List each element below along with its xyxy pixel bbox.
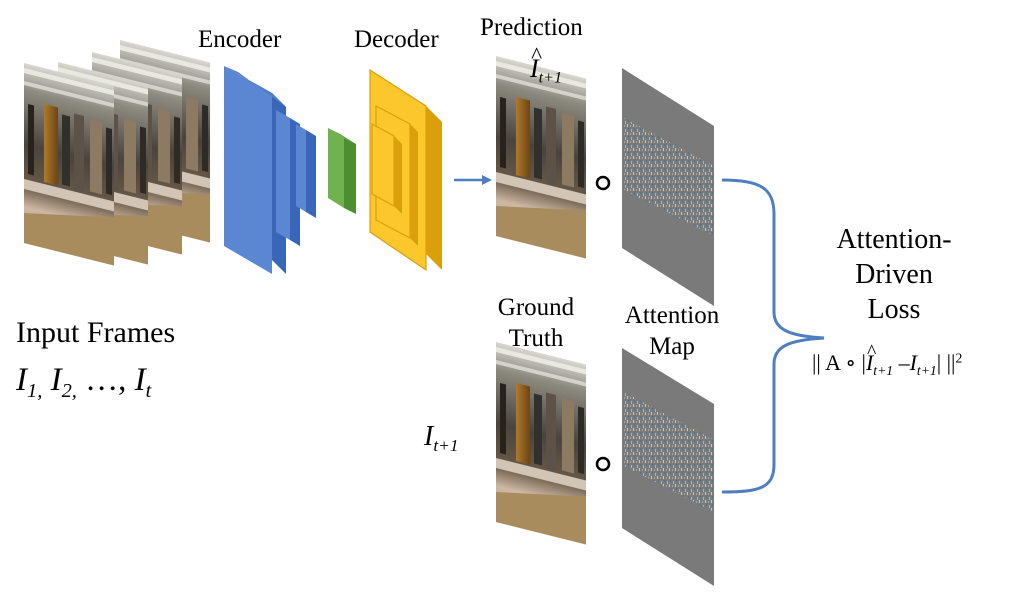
hadamard-operator-top <box>595 175 611 191</box>
hadamard-operator-bottom <box>595 456 611 472</box>
ground-truth-label: Ground Truth <box>497 294 575 353</box>
loss-brace <box>721 178 825 494</box>
input-frame-1 <box>24 63 114 266</box>
attention-map-bottom <box>622 348 714 586</box>
flow-arrow <box>454 175 492 185</box>
input-frames-stack <box>24 40 210 266</box>
ground-truth-frame <box>496 342 586 545</box>
input-sequence-label: I1, I2, …, It <box>16 362 152 403</box>
loss-label: Attention- Driven Loss <box>836 224 952 325</box>
prediction-label: Prediction <box>480 14 583 41</box>
bottleneck-block <box>328 128 356 214</box>
encoder-block <box>224 66 316 274</box>
decoder-block <box>369 68 442 272</box>
decoder-label: Decoder <box>354 26 439 53</box>
input-frames-label: Input Frames <box>16 316 176 349</box>
encoder-label: Encoder <box>198 26 282 53</box>
prediction-symbol: It+1 <box>530 45 562 86</box>
ground-truth-symbol: It+1 <box>424 421 459 456</box>
attention-map-label: Attention Map <box>624 302 720 361</box>
attention-map-top <box>622 68 714 306</box>
loss-formula: || A ∘ |It+1 –It+1| ||2 <box>812 343 962 377</box>
